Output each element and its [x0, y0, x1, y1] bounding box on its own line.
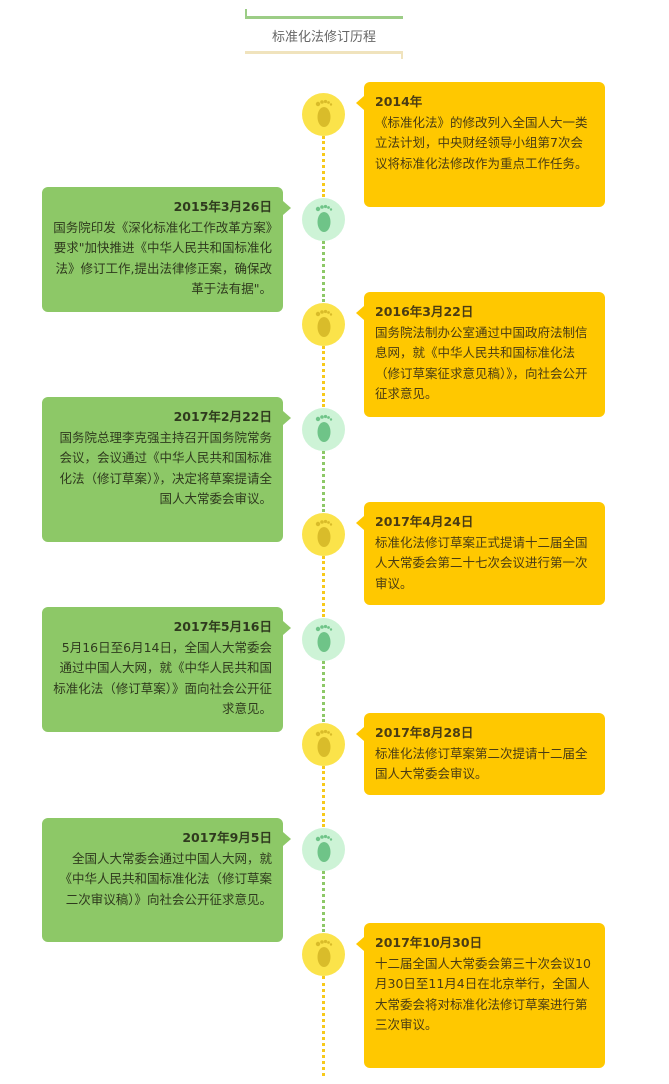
timeline-connector	[322, 556, 325, 617]
event-text: 国务院印发《深化标准化工作改革方案》要求"加快推进《中华人民共和国标准化法》修订…	[53, 219, 272, 297]
timeline-node	[302, 723, 345, 766]
event-date: 2016年3月22日	[375, 304, 474, 319]
event-card: 2017年5月16日 5月16日至6月14日，全国人大常委会通过中国人大网，就《中…	[42, 607, 291, 732]
timeline-connector	[322, 871, 325, 932]
event-text: 国务院法制办公室通过中国政府法制信息网，就《中华人民共和国标准化法（修订草案征求…	[375, 324, 588, 402]
timeline-node	[302, 933, 345, 976]
footprint-icon	[313, 308, 335, 342]
footprint-icon	[313, 203, 335, 237]
timeline-connector	[322, 766, 325, 827]
footprint-icon	[313, 623, 335, 657]
timeline-connector	[322, 241, 325, 302]
event-card: 2017年9月5日全国人大常委会通过中国人大网，就《中华人民共和国标准化法（修订…	[42, 818, 291, 942]
event-date: 2017年9月5日	[182, 830, 272, 845]
timeline-node	[302, 828, 345, 871]
event-card: 2017年2月22日国务院总理李克强主持召开国务院常务会议，会议通过《中华人民共…	[42, 397, 291, 542]
event-text: 十二届全国人大常委会第三十次会议10月30日至11月4日在北京举行，全国人大常委…	[375, 955, 591, 1033]
timeline-connector	[322, 136, 325, 197]
event-card: 2017年8月28日标准化法修订草案第二次提请十二届全国人大常委会审议。	[356, 713, 605, 795]
footprint-icon	[313, 98, 335, 132]
event-card: 2017年10月30日十二届全国人大常委会第三十次会议10月30日至11月4日在…	[356, 923, 605, 1068]
event-text: 标准化法修订草案正式提请十二届全国人大常委会第二十七次会议进行第一次审议。	[375, 534, 588, 591]
timeline-connector	[322, 661, 325, 722]
header-top-rule	[245, 9, 403, 19]
event-text: 全国人大常委会通过中国人大网，就《中华人民共和国标准化法（修订草案二次审议稿）》…	[59, 850, 272, 907]
event-text: 标准化法修订草案第二次提请十二届全国人大常委会审议。	[375, 745, 588, 782]
footprint-icon	[313, 833, 335, 867]
footprint-icon	[313, 518, 335, 552]
event-date: 2017年10月30日	[375, 935, 483, 950]
event-text: 5月16日至6月14日，全国人大常委会通过中国人大网，就《中华人民共和国标准化法…	[53, 639, 272, 717]
event-card: 2014年《标准化法》的修改列入全国人大一类立法计划，中央财经领导小组第7次会议…	[356, 82, 605, 207]
footprint-icon	[313, 728, 335, 762]
page-title: 标准化法修订历程	[271, 30, 376, 45]
timeline-connector	[322, 976, 325, 1076]
timeline-node	[302, 303, 345, 346]
timeline-node	[302, 408, 345, 451]
footprint-icon	[313, 938, 335, 972]
event-card: 2017年4月24日标准化法修订草案正式提请十二届全国人大常委会第二十七次会议进…	[356, 502, 605, 605]
timeline-node	[302, 198, 345, 241]
event-date: 2017年8月28日	[375, 725, 474, 740]
event-text: 国务院总理李克强主持召开国务院常务会议，会议通过《中华人民共和国标准化法（修订草…	[59, 429, 272, 507]
event-text: 《标准化法》的修改列入全国人大一类立法计划，中央财经领导小组第7次会议将标准化法…	[375, 114, 588, 171]
footprint-icon	[313, 413, 335, 447]
event-date: 2015年3月26日	[173, 199, 272, 214]
timeline-node	[302, 618, 345, 661]
header-bottom-rule	[245, 51, 403, 59]
event-date: 2014年	[375, 94, 423, 109]
event-date: 2017年5月16日	[173, 619, 272, 634]
timeline-node	[302, 93, 345, 136]
timeline-connector	[322, 346, 325, 407]
event-card: 2016年3月22日国务院法制办公室通过中国政府法制信息网，就《中华人民共和国标…	[356, 292, 605, 417]
event-card: 2015年3月26日国务院印发《深化标准化工作改革方案》要求"加快推进《中华人民…	[42, 187, 291, 312]
event-date: 2017年4月24日	[375, 514, 474, 529]
event-date: 2017年2月22日	[173, 409, 272, 424]
timeline-node	[302, 513, 345, 556]
timeline-connector	[322, 451, 325, 512]
